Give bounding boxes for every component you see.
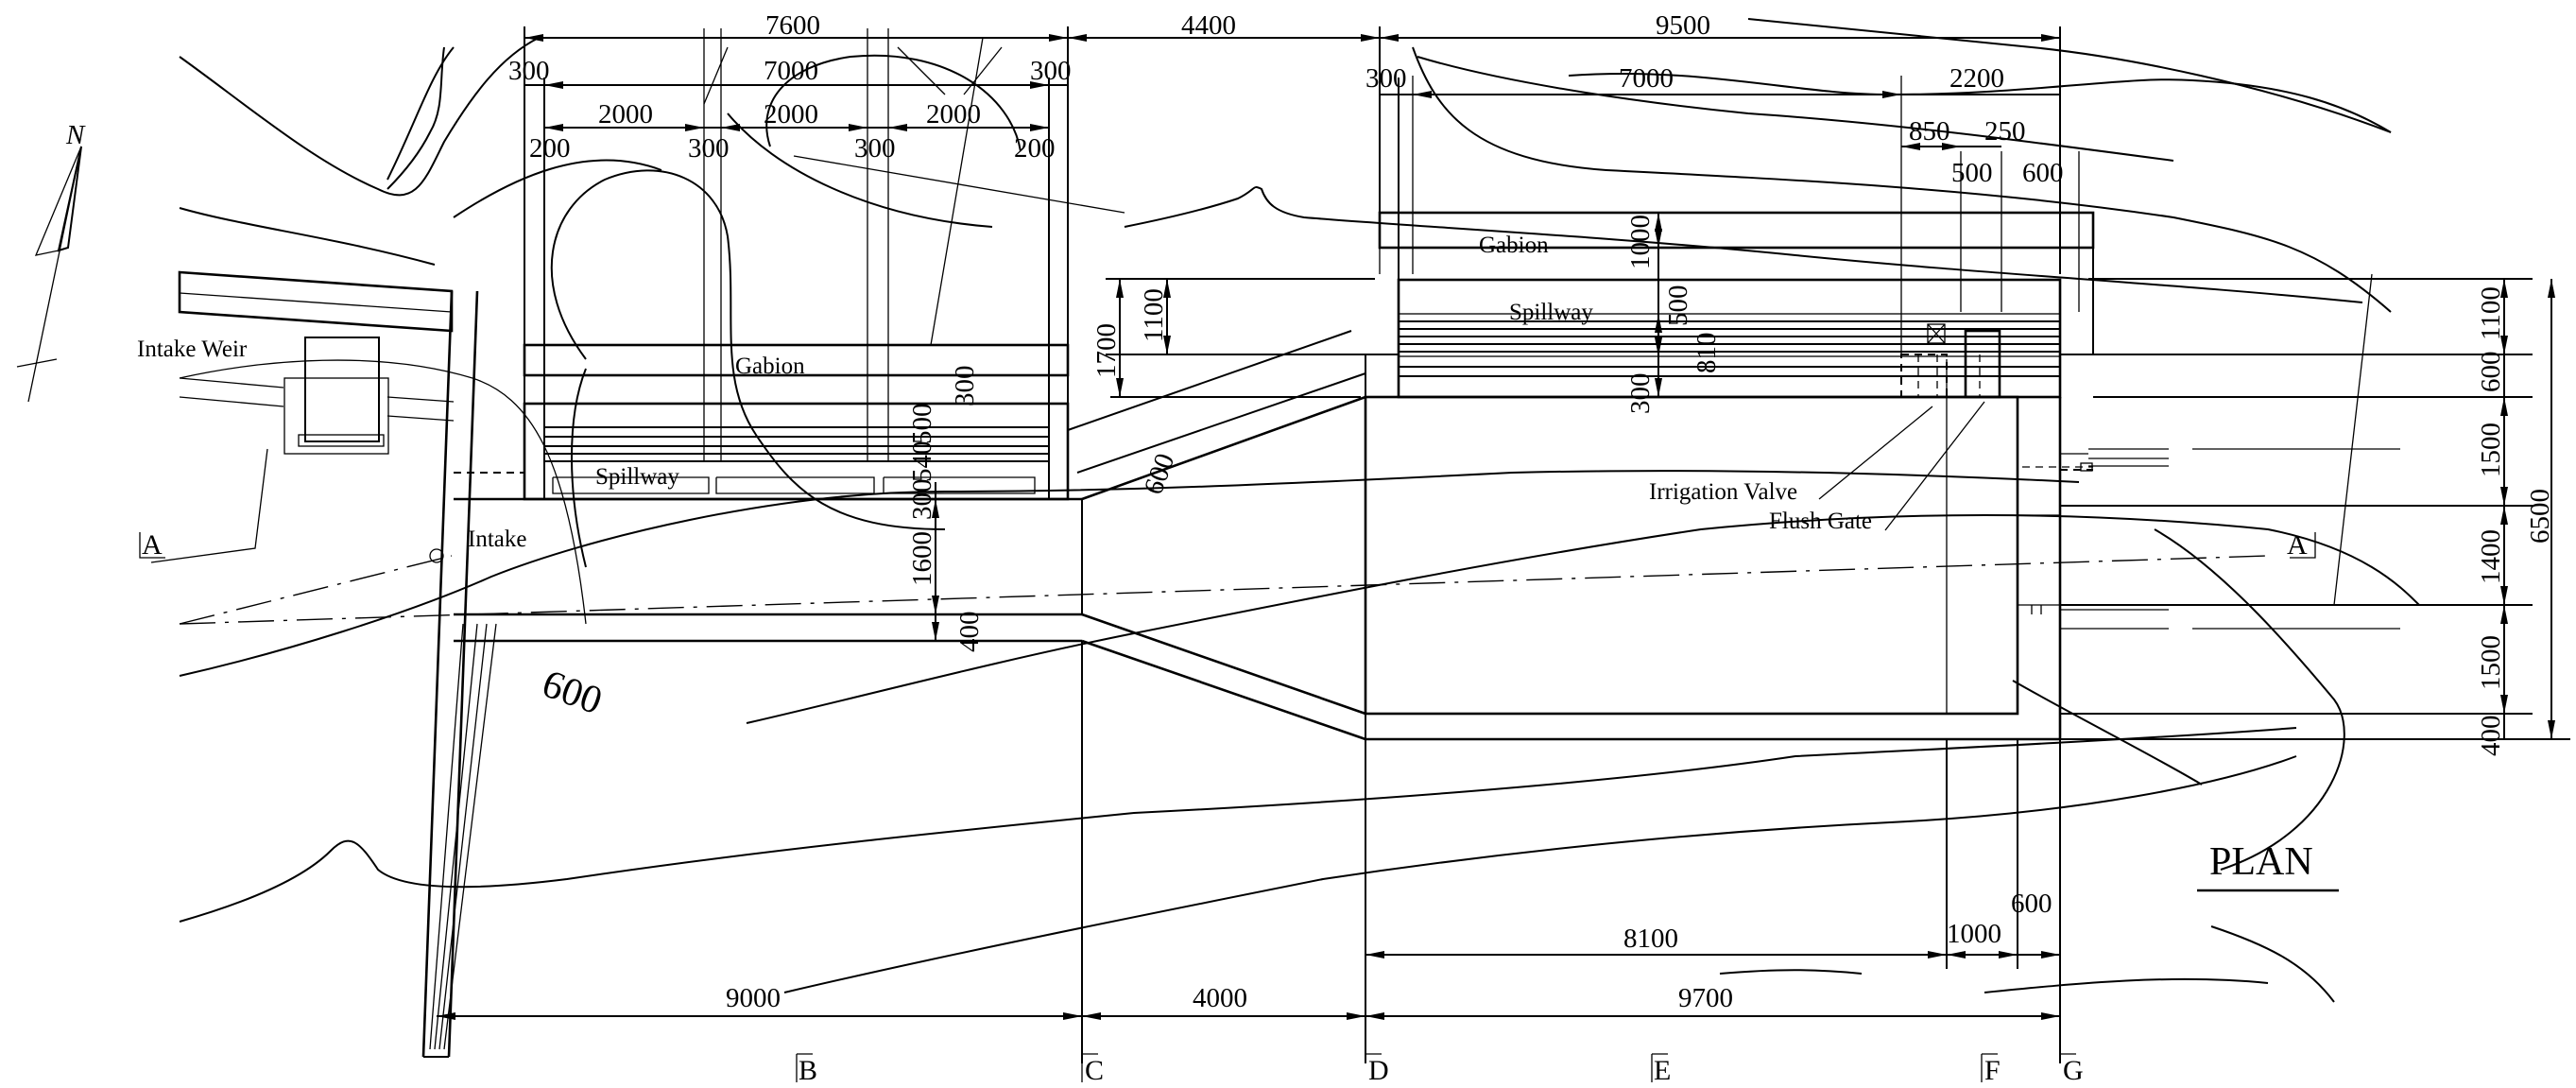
plan-title: PLAN	[2209, 840, 2313, 884]
dim-2000-3: 2000	[926, 99, 981, 130]
dim-250: 250	[1984, 116, 2026, 147]
north-label: N	[65, 120, 86, 150]
north-arrow: N	[16, 120, 86, 403]
svg-text:B: B	[799, 1055, 817, 1086]
dim-2000-2: 2000	[764, 99, 818, 130]
dim-9500: 9500	[1656, 10, 1710, 41]
dim-1100: 1100	[2476, 286, 2506, 340]
centerline-node	[429, 548, 444, 563]
dim-4000: 4000	[1193, 983, 1247, 1013]
right-spillway	[1378, 28, 2373, 606]
dim-600-slope: 600	[1139, 450, 1181, 499]
dim-1600: 1600	[907, 531, 937, 586]
centerline-weir	[179, 555, 453, 625]
label-gabion-right: Gabion	[1479, 233, 1549, 258]
dim-1400: 1400	[2476, 529, 2506, 584]
dim-300-right: 300	[1365, 63, 1407, 94]
svg-text:G: G	[2063, 1055, 2084, 1086]
section-d: D	[1365, 1053, 1389, 1086]
svg-text:A: A	[142, 529, 163, 561]
section-a-right: A	[2287, 529, 2316, 561]
dim-300-left-1: 300	[508, 56, 550, 86]
dim-500-a: 500	[907, 404, 937, 445]
dim-300-a: 300	[950, 366, 980, 407]
label-spillway-left: Spillway	[595, 464, 679, 490]
terrain-contours	[179, 18, 2420, 1003]
section-b: B	[796, 1053, 817, 1086]
dim-300-right-v: 300	[1625, 373, 1656, 415]
dim-1500-a: 1500	[2476, 423, 2506, 477]
dim-400: 400	[2476, 716, 2506, 757]
dimension-lines	[437, 37, 2552, 1017]
dimension-ticks	[437, 28, 2555, 1020]
section-a-left: A	[139, 529, 165, 561]
section-g: G	[2060, 1053, 2084, 1086]
centerline	[179, 555, 2269, 625]
dimension-text-top: 7600 4400 9500 300 7000 300 2000 2000 20…	[508, 10, 2064, 188]
dim-1500-b: 1500	[2476, 635, 2506, 690]
section-c: C	[1081, 1053, 1104, 1086]
dim-600: 600	[2476, 352, 2506, 393]
section-f: F	[1981, 1053, 2001, 1086]
dim-810: 810	[1692, 333, 1722, 374]
dim-500: 500	[1951, 158, 1993, 188]
dim-8100: 8100	[1623, 924, 1678, 954]
section-markers: A A B C D E F	[139, 529, 2316, 1086]
dim-600: 600	[2022, 158, 2064, 188]
dim-7000-left: 7000	[764, 56, 818, 86]
label-intake: Intake	[468, 527, 526, 552]
dim-500-right: 500	[1663, 285, 1693, 327]
label-gabion-left: Gabion	[735, 354, 805, 379]
dim-1000-right: 1000	[1625, 215, 1656, 269]
dim-2200: 2200	[1949, 63, 2004, 94]
dim-200-2: 200	[1014, 133, 1056, 164]
dim-540: 540	[907, 441, 937, 483]
dim-1000: 1000	[1947, 919, 2001, 949]
dim-2000-1: 2000	[598, 99, 653, 130]
svg-text:F: F	[1984, 1055, 2001, 1086]
dim-1100-left: 1100	[1139, 288, 1169, 342]
dim-6500: 6500	[2525, 489, 2555, 544]
svg-text:A: A	[2287, 529, 2308, 561]
settling-basin	[1364, 359, 2400, 741]
dim-400-a: 400	[954, 612, 985, 653]
label-intake-weir: Intake Weir	[137, 337, 248, 362]
svg-text:E: E	[1654, 1055, 1671, 1086]
dim-7000-right: 7000	[1619, 63, 1674, 94]
dim-300-b: 300	[907, 479, 937, 521]
dim-300-mid-1: 300	[688, 133, 730, 164]
dim-600-bottom: 600	[2011, 889, 2052, 919]
contour-label-600: 009	[537, 661, 608, 722]
section-e: E	[1651, 1053, 1671, 1086]
dim-200-1: 200	[529, 133, 571, 164]
label-spillway-right: Spillway	[1509, 300, 1593, 325]
extension-lines	[524, 26, 2570, 1063]
dim-9000: 9000	[726, 983, 781, 1013]
dim-1700: 1700	[1091, 323, 1122, 378]
svg-text:C: C	[1085, 1055, 1104, 1086]
dimension-text-right: 1100 600 1500 1400 1500 400 6500	[2476, 286, 2555, 756]
dim-300-mid-2: 300	[854, 133, 896, 164]
label-irrigation-valve: Irrigation Valve	[1649, 479, 1797, 505]
dim-4400: 4400	[1181, 10, 1236, 41]
intake-weir	[150, 270, 587, 1058]
dim-7600: 7600	[765, 10, 820, 41]
dim-9700: 9700	[1678, 983, 1733, 1013]
dim-850: 850	[1909, 116, 1950, 147]
dimension-text-bottom: 9000 4000 9700 8100 1000 600	[726, 889, 2052, 1013]
label-flush-gate: Flush Gate	[1769, 509, 1872, 534]
svg-text:D: D	[1368, 1055, 1389, 1086]
dim-300-left-2: 300	[1030, 56, 1072, 86]
